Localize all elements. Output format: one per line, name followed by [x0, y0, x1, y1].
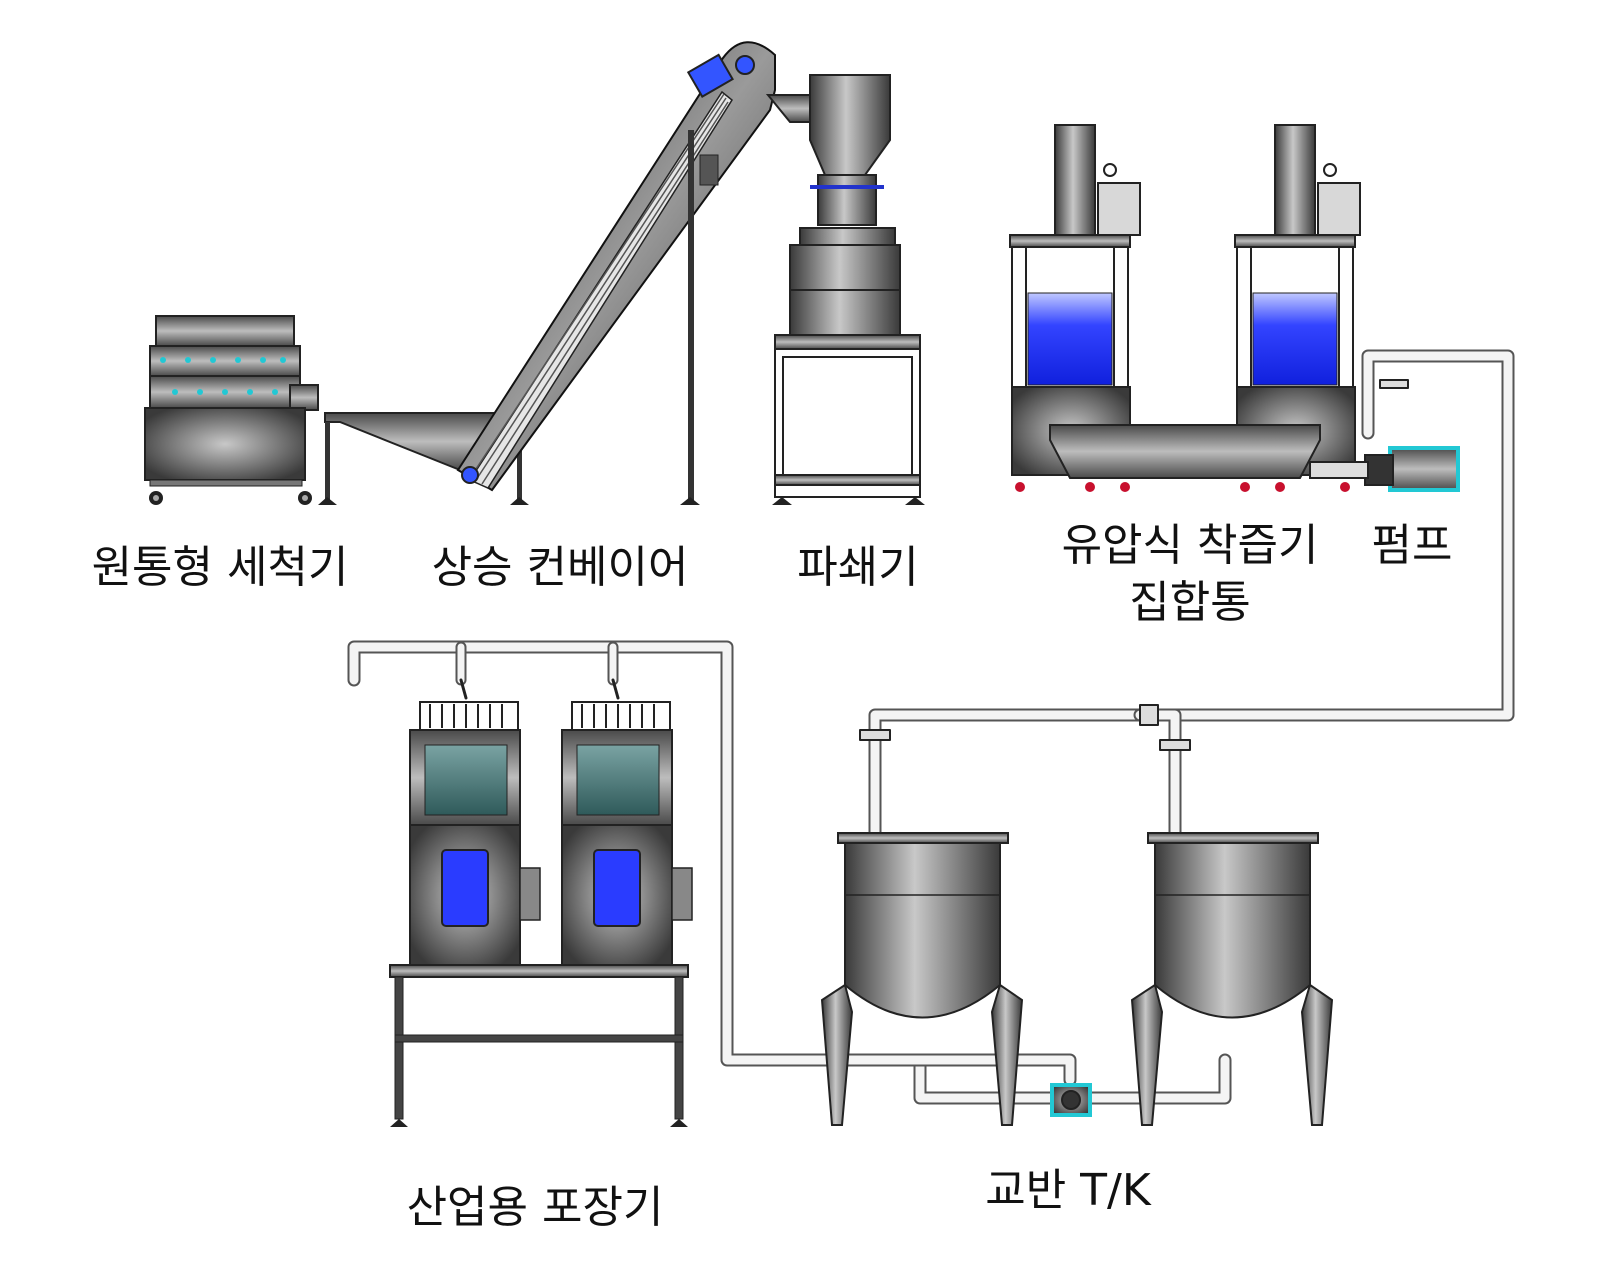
packaging-machine-2 — [561, 701, 693, 966]
transfer-pump — [1050, 1083, 1092, 1117]
label-packager: 산업용 포장기 — [407, 1182, 664, 1233]
labels: 원통형 세척기 상승 컨베이어 파쇄기 유압식 착즙기 펌프 집합통 산업용 포… — [92, 520, 1453, 1233]
packager-table — [389, 964, 689, 1127]
incline-conveyor — [318, 41, 811, 505]
crusher — [772, 74, 925, 505]
tank-feed-pipe — [1133, 708, 1182, 847]
collector-tray — [1015, 424, 1350, 492]
mixing-tank-2 — [1130, 832, 1334, 1126]
hydraulic-press-2 — [1234, 124, 1361, 476]
label-crusher: 파쇄기 — [797, 542, 918, 593]
hydraulic-press-1 — [1009, 124, 1141, 476]
label-washer: 원통형 세척기 — [92, 542, 349, 593]
label-collector: 집합통 — [1129, 577, 1250, 628]
label-mixing-tank: 교반 T/K — [985, 1165, 1152, 1216]
label-conveyor: 상승 컨베이어 — [432, 542, 689, 593]
pump-motor — [1309, 446, 1460, 492]
label-pump: 펌프 — [1372, 520, 1453, 571]
label-press: 유압식 착즙기 — [1062, 520, 1319, 571]
packaging-machine-1 — [409, 701, 541, 966]
mixing-tank-1 — [820, 832, 1024, 1126]
drum-washer — [144, 315, 319, 505]
